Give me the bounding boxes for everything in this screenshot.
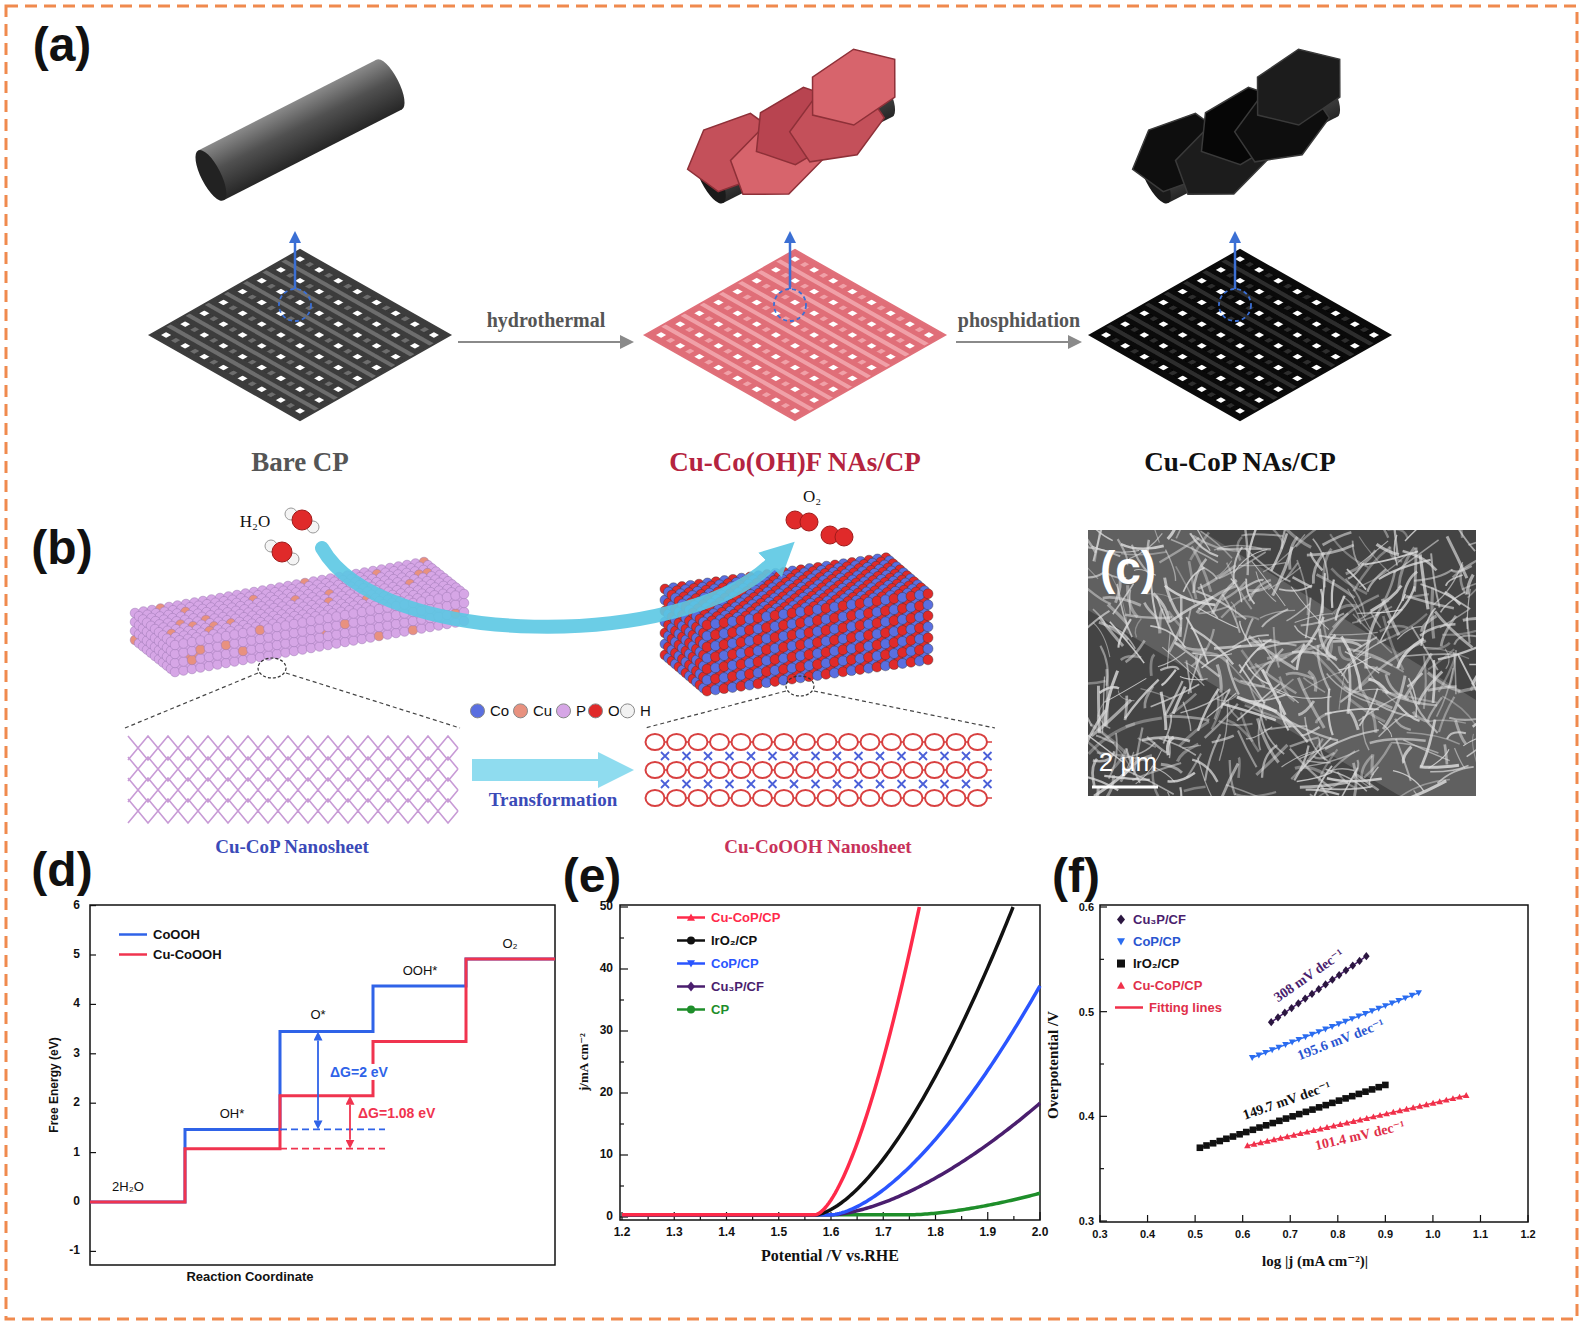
figure: (a)(b)(c)2 μmH₂OO₂(d)(e)(f)6543210-1Free…: [0, 0, 1583, 1325]
